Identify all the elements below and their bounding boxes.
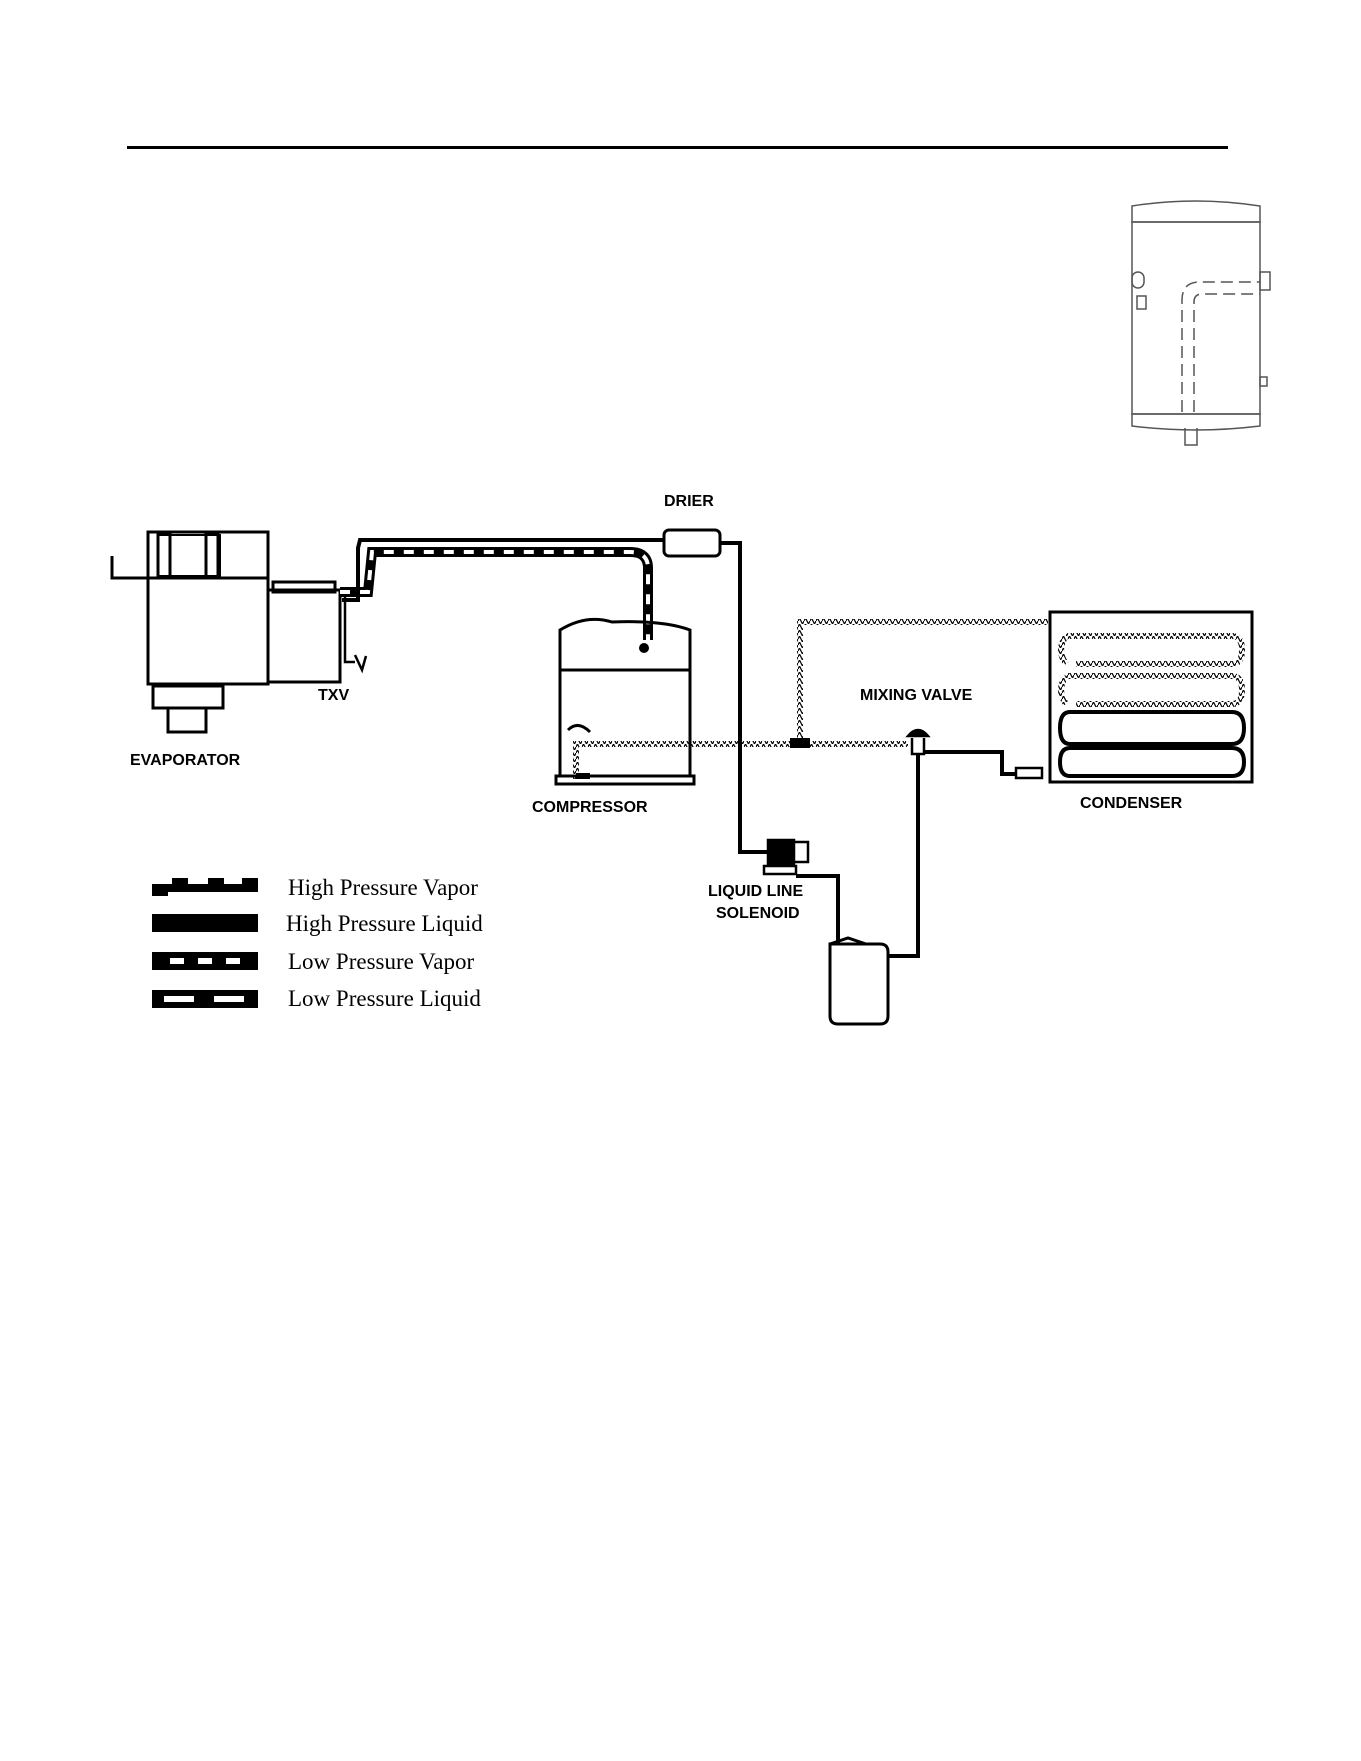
compressor-label: COMPRESSOR (532, 799, 648, 816)
legend: High Pressure Vapor High Pressure Liquid… (152, 875, 483, 1011)
drier-icon (664, 530, 720, 556)
condenser-icon (1050, 612, 1252, 782)
receiver-tank-icon (1132, 201, 1270, 445)
evaporator-label: EVAPORATOR (130, 752, 241, 769)
liquid-line-solenoid-label-1: LIQUID LINE (708, 883, 803, 900)
legend-label-high-pressure-liquid: High Pressure Liquid (286, 911, 483, 936)
txv-icon (345, 593, 366, 670)
txv-label: TXV (318, 687, 349, 704)
condenser-outlet-fitting (1016, 768, 1042, 778)
legend-label-low-pressure-vapor: Low Pressure Vapor (288, 949, 474, 974)
legend-swatch-low-pressure-vapor (152, 952, 258, 970)
legend-label-high-pressure-vapor: High Pressure Vapor (288, 875, 478, 900)
legend-label-low-pressure-liquid: Low Pressure Liquid (288, 986, 481, 1011)
suction-line (340, 552, 649, 653)
legend-swatch-low-pressure-liquid (152, 990, 258, 1008)
condenser-outlet-line (924, 752, 1016, 774)
legend-swatch-high-pressure-liquid (152, 914, 258, 932)
legend-swatch-high-pressure-vapor (152, 878, 258, 896)
receiver-icon (830, 938, 888, 1024)
evaporator-icon (112, 532, 340, 732)
mixing-valve-label: MIXING VALVE (860, 687, 973, 704)
liquid-line-drier-solenoid (720, 543, 776, 852)
drier-label: DRIER (664, 493, 714, 510)
liquid-line-solenoid-icon (764, 840, 808, 874)
liquid-line-solenoid-label-2: SOLENOID (716, 905, 800, 922)
condenser-label: CONDENSER (1080, 795, 1183, 812)
liquid-line-receiver-mixing-valve (888, 748, 918, 956)
